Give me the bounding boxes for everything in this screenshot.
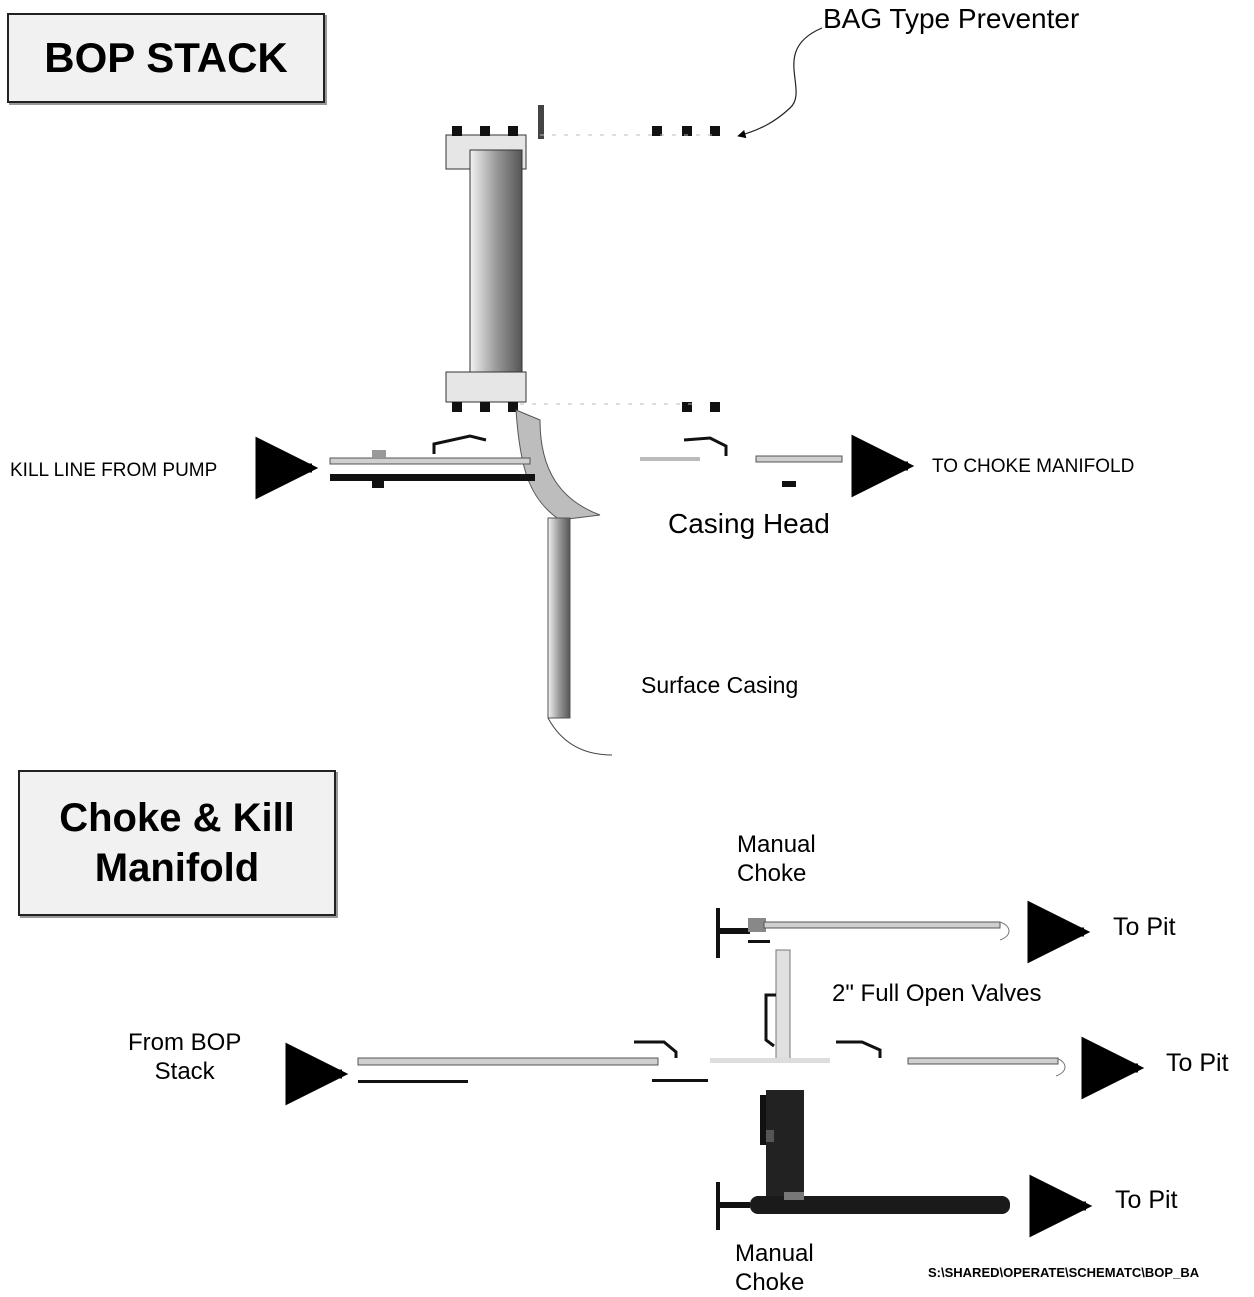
- manual-choke-bottom-line2: Choke: [735, 1269, 805, 1296]
- to-pit-label-2: To Pit: [1166, 1049, 1229, 1077]
- manual-choke-top-line1: Manual: [737, 831, 816, 858]
- surface-casing-label: Surface Casing: [641, 672, 799, 698]
- manifold-title-line2: Manifold: [94, 846, 260, 890]
- bag-preventer: [445, 105, 720, 412]
- manifold-middle-line: [357, 1040, 1066, 1083]
- from-bop-label: From BOP Stack: [128, 1028, 241, 1086]
- from-bop-line1: From BOP: [128, 1029, 242, 1056]
- file-path-label: S:\SHARED\OPERATE\SCHEMATC\BOP_BA: [928, 1265, 1200, 1280]
- bag-callout-line: [737, 27, 823, 139]
- manual-choke-bottom-line1: Manual: [735, 1240, 814, 1267]
- manual-choke-top-line2: Choke: [737, 860, 807, 887]
- manual-choke-top-label: Manual Choke: [737, 830, 816, 888]
- kill-line-label: KILL LINE FROM PUMP: [10, 460, 218, 481]
- valves-label: 2" Full Open Valves: [832, 980, 1042, 1007]
- from-bop-line2: Stack: [154, 1058, 215, 1085]
- manual-choke-bottom: [716, 1182, 1010, 1230]
- to-choke-label: TO CHOKE MANIFOLD: [932, 456, 1135, 477]
- to-pit-label-3: To Pit: [1115, 1186, 1178, 1214]
- to-pit-label-1: To Pit: [1113, 913, 1176, 941]
- manifold-title: Choke & Kill Manifold: [18, 770, 336, 916]
- bop-stack-title: BOP STACK: [7, 13, 325, 103]
- kill-line-pipe: [329, 434, 843, 488]
- manual-choke-bottom-label: Manual Choke: [735, 1239, 814, 1297]
- casing-head-label: Casing Head: [668, 508, 830, 539]
- manual-choke-top: [716, 908, 1010, 958]
- bag-preventer-label: BAG Type Preventer: [823, 3, 1080, 34]
- valve-spool: [760, 949, 804, 1200]
- casing-head: [515, 409, 613, 756]
- manifold-title-line1: Choke & Kill: [59, 796, 295, 840]
